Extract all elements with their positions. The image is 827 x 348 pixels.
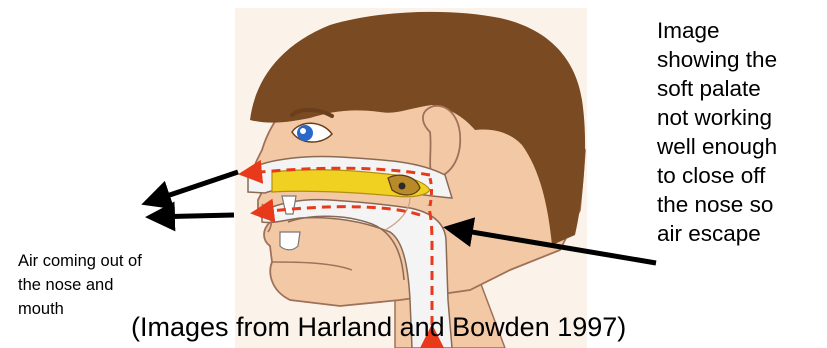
image-credit: (Images from Harland and Bowden 1997) xyxy=(131,310,626,344)
right-caption: Image showing the soft palate not workin… xyxy=(657,16,827,248)
arrow-nose-out xyxy=(146,172,238,203)
arrow-mouth-out xyxy=(150,215,234,217)
lower-teeth xyxy=(280,232,300,250)
uvula xyxy=(399,183,406,190)
airflow-split xyxy=(430,178,432,206)
